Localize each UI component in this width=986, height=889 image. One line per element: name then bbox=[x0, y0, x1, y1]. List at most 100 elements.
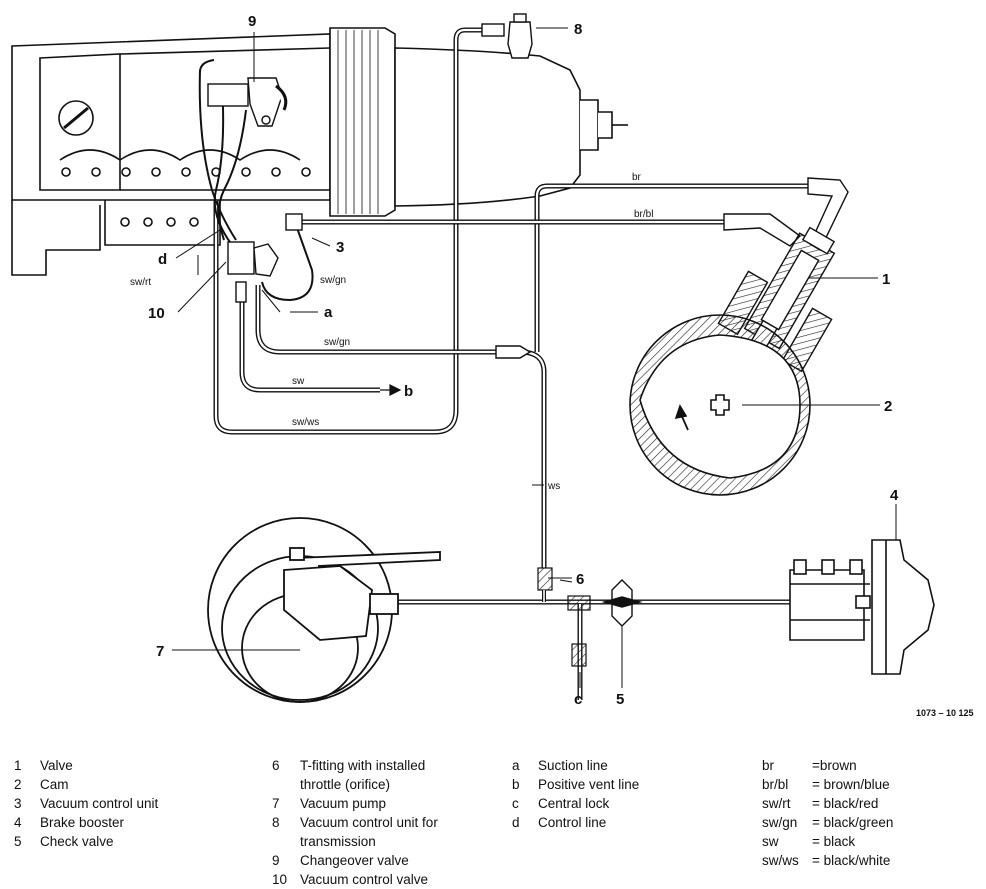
wire-label-sw-gn-lower: sw/gn bbox=[324, 337, 350, 348]
arrow-b bbox=[380, 384, 402, 396]
legend-text: Check valve bbox=[40, 834, 114, 849]
legend-text: = black bbox=[812, 834, 856, 849]
legend-item-5: 5 Check valve bbox=[14, 832, 158, 851]
legend-color-br: br =brown bbox=[762, 756, 893, 775]
legend-key: a bbox=[512, 758, 520, 773]
legend-color-br-bl: br/bl = brown/blue bbox=[762, 775, 893, 794]
legend-text: throttle (orifice) bbox=[300, 777, 391, 792]
callout-7: 7 bbox=[156, 643, 164, 660]
legend-key: c bbox=[512, 796, 519, 811]
legend-text: Brake booster bbox=[40, 815, 125, 830]
legend-item-7: 7 Vacuum pump bbox=[272, 794, 438, 813]
legend-key: 5 bbox=[14, 834, 22, 849]
t-fitting bbox=[537, 567, 591, 667]
callout-6: 6 bbox=[576, 571, 584, 588]
callout-9: 9 bbox=[248, 13, 256, 30]
legend-text: =brown bbox=[812, 758, 857, 773]
legend-key: sw/gn bbox=[762, 815, 798, 830]
wire-label-ws: ws bbox=[547, 481, 560, 492]
legend-text: = brown/blue bbox=[812, 777, 890, 792]
legend-key: 10 bbox=[272, 872, 288, 887]
legend-key: b bbox=[512, 777, 520, 792]
legend-lines: a Suction line b Positive vent line c Centr… bbox=[512, 756, 639, 832]
legend-color-sw-gn: sw/gn = black/green bbox=[762, 813, 893, 832]
wire-label-br: br bbox=[632, 172, 642, 183]
cam bbox=[629, 314, 811, 496]
callout-4: 4 bbox=[890, 487, 899, 504]
legend-key: sw bbox=[762, 834, 779, 849]
legend-key: 8 bbox=[272, 815, 280, 830]
callout-a: a bbox=[324, 304, 333, 321]
y-junction bbox=[495, 345, 532, 359]
legend-text: Changeover valve bbox=[300, 853, 409, 868]
legend-text: Vacuum pump bbox=[300, 796, 387, 811]
legend-item-2: 2 Cam bbox=[14, 775, 158, 794]
legend-key: sw/rt bbox=[762, 796, 791, 811]
legend-key: 6 bbox=[272, 758, 280, 773]
legend-item-9: 9 Changeover valve bbox=[272, 851, 438, 870]
legend-text: = black/white bbox=[812, 853, 891, 868]
legend-color-sw: sw = black bbox=[762, 832, 893, 851]
legend-components-2: 6 T-fitting with installed throttle (orif… bbox=[272, 756, 438, 889]
wire-label-br-bl: br/bl bbox=[634, 209, 653, 220]
legend-text: Cam bbox=[40, 777, 69, 792]
wire-label-sw: sw bbox=[292, 376, 305, 387]
wire-label-sw-gn-upper: sw/gn bbox=[320, 275, 346, 286]
legend-text: Suction line bbox=[538, 758, 608, 773]
check-valve bbox=[601, 579, 643, 627]
legend-item-3: 3 Vacuum control unit bbox=[14, 794, 158, 813]
legend-text: Central lock bbox=[538, 796, 610, 811]
transmission-vacuum-unit bbox=[481, 13, 533, 59]
legend-item-a: a Suction line bbox=[512, 756, 639, 775]
legend-item-8: 8 Vacuum control unit for bbox=[272, 813, 438, 832]
engine-block bbox=[11, 33, 331, 276]
callout-c: c bbox=[574, 691, 582, 708]
transmission-housing bbox=[329, 27, 628, 217]
legend-text: Valve bbox=[40, 758, 73, 773]
callout-8: 8 bbox=[574, 21, 582, 38]
legend-text: Control line bbox=[538, 815, 607, 830]
callout-leaders bbox=[172, 27, 897, 688]
callout-10: 10 bbox=[148, 305, 165, 322]
legend-key: 4 bbox=[14, 815, 22, 830]
vacuum-pump bbox=[207, 517, 441, 703]
legend-text: Vacuum control unit for bbox=[300, 815, 438, 830]
legend-key: br bbox=[762, 758, 775, 773]
vacuum-system-diagram: 1 2 3 4 5 6 7 8 9 10 a b c d br br/bl sw… bbox=[11, 13, 974, 718]
legend-key: br/bl bbox=[762, 777, 789, 792]
legend-text: = black/green bbox=[812, 815, 894, 830]
legend-item-1: 1 Valve bbox=[14, 756, 158, 775]
legend-item-d: d Control line bbox=[512, 813, 639, 832]
legend-key: d bbox=[512, 815, 520, 830]
callout-3: 3 bbox=[336, 239, 344, 256]
vacuum-control-unit bbox=[285, 213, 303, 231]
callout-2: 2 bbox=[884, 398, 892, 415]
legend-item-6: 6 T-fitting with installed bbox=[272, 756, 438, 775]
legend-item-b: b Positive vent line bbox=[512, 775, 639, 794]
drawing-number: 1073 – 10 125 bbox=[916, 708, 974, 718]
legend-item-c: c Central lock bbox=[512, 794, 639, 813]
callout-b: b bbox=[404, 383, 413, 400]
legend-components: 1 Valve 2 Cam 3 Vacuum control unit 4 Brake … bbox=[14, 756, 158, 851]
brake-booster bbox=[789, 539, 935, 675]
legend-key: 3 bbox=[14, 796, 22, 811]
legend-text: Positive vent line bbox=[538, 777, 640, 792]
vacuum-control-valve bbox=[227, 241, 279, 303]
legend-color-sw-ws: sw/ws = black/white bbox=[762, 851, 893, 870]
legend-text: = black/red bbox=[812, 796, 879, 811]
legend-text: Vacuum control valve bbox=[300, 872, 429, 887]
legend-key: 2 bbox=[14, 777, 22, 792]
legend-color-sw-rt: sw/rt = black/red bbox=[762, 794, 893, 813]
legend-item-8-cont: transmission bbox=[272, 832, 438, 851]
callout-5: 5 bbox=[616, 691, 624, 708]
legend-key: 7 bbox=[272, 796, 280, 811]
legend-item-4: 4 Brake booster bbox=[14, 813, 158, 832]
legend-text: Vacuum control unit bbox=[40, 796, 159, 811]
legend-item-6-cont: throttle (orifice) bbox=[272, 775, 438, 794]
changeover-valve bbox=[207, 77, 288, 127]
legend-key: 9 bbox=[272, 853, 280, 868]
legend-text: T-fitting with installed bbox=[300, 758, 426, 773]
legend-key: 1 bbox=[14, 758, 22, 773]
wire-label-sw-rt: sw/rt bbox=[130, 277, 151, 288]
legend-key: sw/ws bbox=[762, 853, 799, 868]
